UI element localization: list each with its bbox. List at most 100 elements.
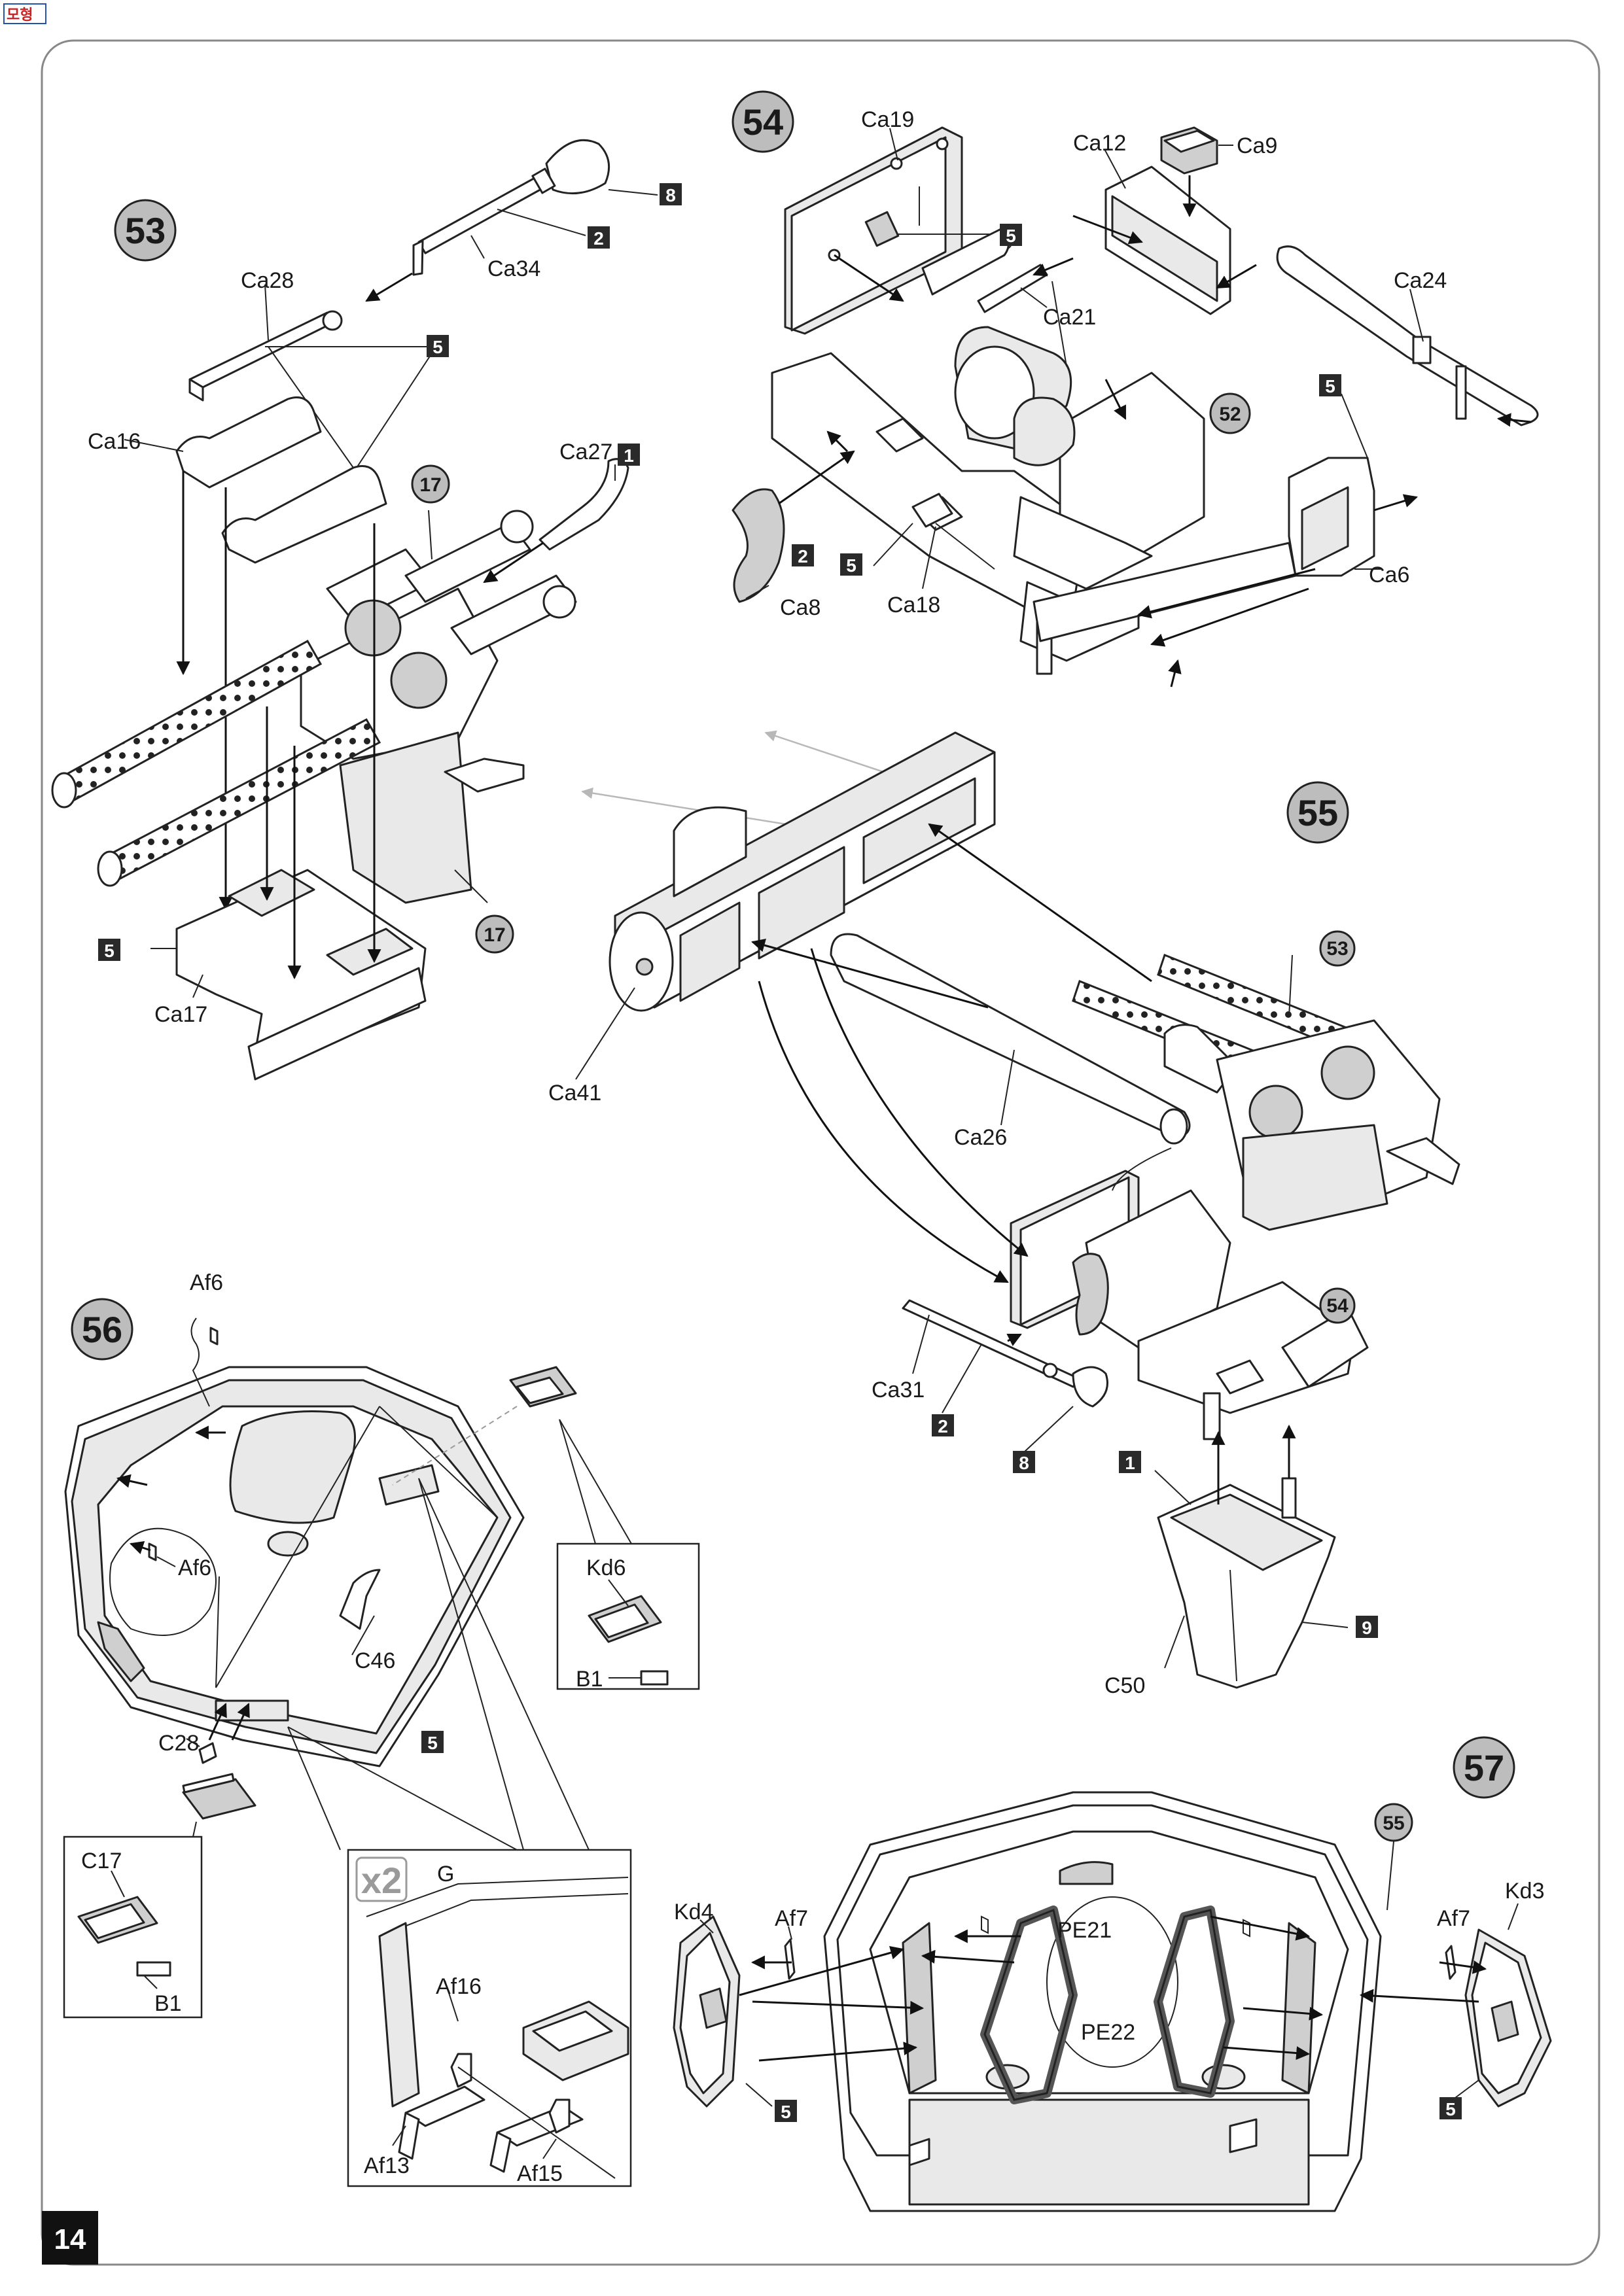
detail-box-g [347,1849,632,2187]
label-g: G [437,1862,454,1887]
svg-text:5: 5 [781,2102,791,2122]
label-ca28: Ca28 [241,268,294,293]
detail-box-kd6 [556,1542,700,1690]
step-57-number: 57 [1464,1747,1504,1788]
step-56-number: 56 [82,1309,122,1350]
svg-text:2: 2 [938,1416,948,1436]
label-c50: C50 [1104,1673,1145,1698]
label-pe21: PE21 [1057,1918,1112,1943]
svg-text:5: 5 [846,555,856,576]
ref-17: 17 [411,464,450,504]
step-54: 54 [732,90,1539,687]
part-c17-bracket [182,1773,256,1820]
step-56-circle [71,1298,133,1361]
svg-text:2: 2 [798,546,808,566]
badge-5: 5 [421,1731,444,1753]
part-ca17 [175,869,427,1081]
label-ca27: Ca27 [559,440,612,464]
badge-2: 2 [932,1414,954,1436]
svg-text:5: 5 [427,1733,438,1753]
page-number-tab: 14 [42,2211,98,2265]
label-c46: C46 [355,1648,395,1673]
svg-text:17: 17 [419,474,441,496]
svg-text:2: 2 [593,228,604,249]
step-53-number: 53 [125,210,166,251]
label-c17: C17 [81,1849,122,1873]
page-number: 14 [54,2223,86,2255]
step-57: 57 [673,1736,1552,2212]
badge-9: 9 [1356,1616,1378,1638]
part-af6 [148,1542,157,1561]
part-af6 [209,1327,219,1346]
page-frame [41,39,1600,2266]
label-b1: B1 [576,1667,603,1692]
badge-5: 5 [1000,224,1022,246]
svg-text:5: 5 [1445,2099,1456,2119]
svg-text:5: 5 [432,337,443,357]
ref-52: 52 [1209,392,1251,434]
svg-text:55: 55 [1383,1813,1404,1834]
part-ca9 [1160,126,1218,175]
part-mg-barrels [51,639,381,887]
part-ca26 [830,933,1191,1145]
part-ca16 [175,396,387,564]
badge-5: 5 [775,2100,797,2122]
badge-5: 5 [840,553,862,576]
part-ca12 [1104,165,1231,315]
part-ca21 [977,264,1048,313]
step-53-circle [114,199,177,262]
svg-text:5: 5 [1325,376,1335,396]
label-ca9: Ca9 [1237,133,1277,158]
label-kd3: Kd3 [1505,1879,1545,1904]
label-ca34: Ca34 [487,256,540,281]
svg-text:53: 53 [1326,938,1348,960]
svg-text:9: 9 [1362,1618,1372,1638]
part-twin-mg-17 [300,510,577,904]
part-ca6 [1033,457,1375,642]
ref-53: 53 [1319,930,1356,967]
label-af16: Af16 [436,1974,482,1999]
label-kd6: Kd6 [586,1556,626,1580]
label-b1: B1 [154,1991,182,2016]
ref-17: 17 [475,914,514,954]
part-kd4 [673,1915,741,2108]
part-guns-53 [1072,954,1460,1231]
label-af15: Af15 [517,2161,563,2186]
step-56: 56 [63,1270,700,2187]
part-ca18 [911,493,995,570]
step-55-circle [1286,781,1349,844]
badge-2: 2 [588,226,610,249]
label-af6: Af6 [178,1556,211,1580]
badge-5: 5 [1319,374,1341,396]
badge-8: 8 [1013,1451,1035,1473]
label-ca21: Ca21 [1043,305,1096,330]
svg-text:54: 54 [1326,1295,1349,1317]
label-kd4: Kd4 [674,1900,714,1924]
badge-8: 8 [660,183,682,205]
label-af13: Af13 [364,2153,410,2178]
badge-1: 1 [618,444,640,466]
part-kd3 [1464,1928,1552,2108]
svg-text:17: 17 [484,924,505,946]
label-pe22: PE22 [1081,2020,1135,2045]
detail-box-c17 [63,1835,203,2019]
part-ca19 [784,126,963,335]
brand-logo: 모형 [3,3,46,24]
part-af7 [784,1938,796,1980]
label-ca6: Ca6 [1369,563,1409,587]
step-54-circle [732,90,794,153]
label-af6: Af6 [190,1270,223,1295]
label-ca31: Ca31 [872,1378,925,1402]
ref-55: 55 [1374,1803,1413,1842]
logo-text: 모형 [7,7,33,23]
part-af7 [1445,1945,1456,1980]
part-ca24 [1276,245,1539,426]
part-assembly-54 [1010,1170,1369,1440]
badge-5: 5 [98,939,120,961]
badge-1: 1 [1119,1451,1141,1473]
label-ca26: Ca26 [954,1125,1007,1150]
multiplier-x2: x2 [355,1856,408,1902]
part-hull-57 [823,1791,1382,2212]
part-kd6 [509,1366,577,1408]
